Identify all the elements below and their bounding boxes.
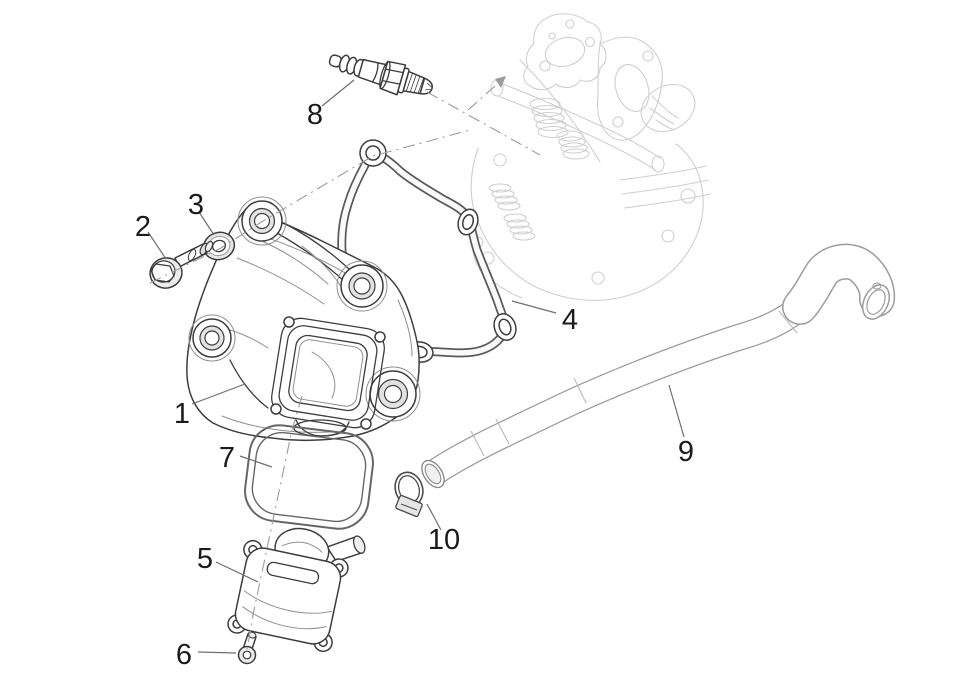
hose-seam bbox=[470, 430, 485, 457]
leader-line-9 bbox=[668, 384, 685, 438]
cover-bolt-hole bbox=[383, 384, 403, 404]
gasket-ear-hole bbox=[498, 318, 512, 336]
part-cylinder-head-ghost bbox=[470, 13, 711, 301]
clamp-screw-housing bbox=[395, 494, 423, 518]
callout-label-6: 6 bbox=[176, 639, 192, 671]
hose-open-end bbox=[861, 284, 891, 320]
washer-hole bbox=[211, 239, 227, 253]
leader-line-1 bbox=[191, 383, 246, 405]
callout-label-2: 2 bbox=[135, 211, 151, 243]
part-breather-hose bbox=[421, 243, 896, 489]
callout-label-1: 1 bbox=[174, 398, 190, 430]
hose-seam bbox=[778, 310, 798, 334]
callout-label-5: 5 bbox=[197, 543, 213, 575]
part-breather-seal-ring bbox=[244, 424, 374, 530]
part-cylinder-head-cover bbox=[186, 196, 421, 441]
spark-plug-pointer-line bbox=[467, 77, 505, 111]
callout-label-3: 3 bbox=[188, 189, 204, 221]
part-flanged-hex-screw bbox=[149, 240, 214, 289]
hose-end-nub bbox=[872, 282, 882, 290]
seal-ring-inner bbox=[251, 431, 367, 523]
rim-screw-hole bbox=[374, 331, 386, 343]
callout-leaders bbox=[147, 79, 685, 654]
breather-slot bbox=[266, 561, 320, 585]
leader-line-10 bbox=[426, 503, 442, 531]
gasket-ear-hole bbox=[365, 145, 381, 161]
cover-opening-depth-line bbox=[311, 351, 336, 399]
callout-label-4: 4 bbox=[562, 304, 578, 336]
part-head-cover-gasket bbox=[337, 139, 517, 363]
part-breather-cover bbox=[227, 527, 366, 653]
leader-line-4 bbox=[511, 300, 557, 314]
seal-ring-outer bbox=[244, 424, 374, 530]
hose-seam bbox=[495, 418, 510, 445]
callout-labels: 1 2 3 4 5 6 7 8 9 10 bbox=[135, 99, 694, 671]
callout-label-9: 9 bbox=[678, 436, 694, 468]
cover-bolt-hole bbox=[204, 330, 220, 346]
part-breather-cover-screw bbox=[237, 631, 257, 665]
screw-hex-head bbox=[150, 263, 175, 283]
leader-line-3 bbox=[198, 211, 215, 236]
gasket-bead-inner bbox=[339, 149, 508, 356]
rim-screw-hole bbox=[283, 316, 295, 328]
leader-line-2 bbox=[147, 231, 167, 260]
cover-surface-ribs bbox=[205, 231, 413, 433]
pointer-arrowhead bbox=[495, 76, 506, 88]
gasket-ear-hole bbox=[461, 213, 475, 231]
plug-tip bbox=[419, 77, 433, 95]
screw-tip bbox=[204, 240, 214, 253]
leader-line-7 bbox=[239, 455, 273, 468]
rim-screw-hole bbox=[360, 418, 372, 430]
bolt-axis-centerline bbox=[149, 129, 471, 284]
cover-bolt-hole bbox=[353, 277, 371, 295]
callout-label-8: 8 bbox=[307, 99, 323, 131]
cover-center-rim bbox=[271, 317, 385, 429]
breather-axis-centerline bbox=[246, 395, 303, 651]
leader-line-8 bbox=[321, 79, 355, 107]
assembly-centerlines bbox=[149, 76, 541, 651]
plug-electrode bbox=[425, 82, 433, 91]
part-hose-clamp bbox=[394, 471, 424, 518]
part-spark-plug bbox=[328, 54, 433, 96]
breather-body bbox=[234, 547, 342, 645]
cover-lower-edge bbox=[229, 359, 269, 409]
leader-line-6 bbox=[197, 651, 237, 654]
spark-plug-axis-centerline bbox=[426, 91, 541, 156]
hose-seam bbox=[573, 377, 587, 404]
part-washer bbox=[202, 231, 236, 261]
leader-line-5 bbox=[215, 561, 259, 583]
callout-label-10: 10 bbox=[428, 524, 460, 556]
rim-screw-hole bbox=[270, 403, 282, 415]
callout-label-7: 7 bbox=[219, 442, 235, 474]
